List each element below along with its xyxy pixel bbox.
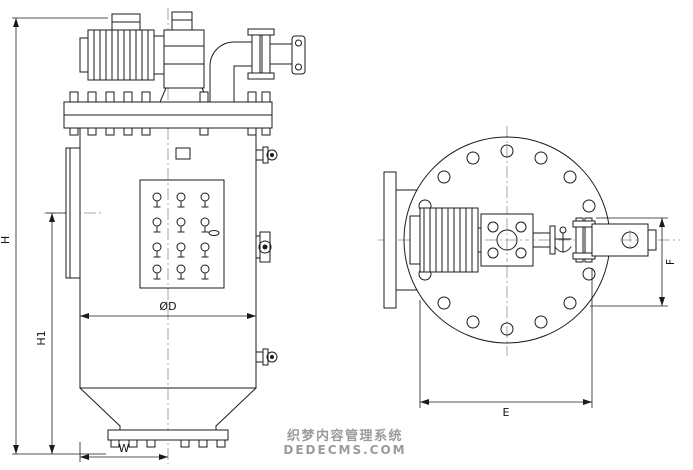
shaft-gland-box [175,147,191,160]
watermark-line1: 织梦内容管理系统 [287,428,403,444]
plan-motor-body [419,207,479,273]
plan-inlet-flange [383,171,418,309]
sight-glass-fitting [255,231,272,263]
motor-cooling-fins [93,29,149,81]
dimension-H: H [0,17,108,455]
plan-motor-fins [423,207,473,273]
cover-flange-plate [63,101,273,116]
gland-anchor-symbol [554,226,572,253]
dim-label-e: E [503,406,510,419]
outlet-end-cap [647,229,657,251]
dim-label-w: W [119,442,130,455]
watermark-line2: DEDECMS.COM [283,443,406,457]
inlet-flange [65,147,81,279]
dimension-E: E [419,268,593,419]
center-hub [480,213,534,267]
motor-assembly [79,13,167,81]
drain-fitting-lower [255,348,278,366]
plan-outlet-assembly [532,217,657,263]
flange-bolt [247,72,275,80]
dimension-diameter: ØD [80,300,256,319]
vent-fitting-upper [255,146,278,164]
plan-view: E F [378,126,680,419]
elbow-flange-plate [251,33,261,75]
dimension-H1: H1 [35,212,66,454]
plan-motor [409,207,482,273]
front-elevation-view: ØD W H H1 [0,8,306,464]
outlet-elbow [209,28,306,103]
mating-flange-face [291,35,306,75]
shell-flange-plate [63,114,273,129]
gear-reducer [159,11,209,103]
dimension-F: F [590,217,677,307]
dim-label-h: H [0,236,12,244]
motor-body [87,29,155,81]
dim-label-h1: H1 [35,330,48,345]
plan-motor-end-cap [409,215,421,265]
nozzle-panel [139,179,225,289]
top-flange [63,91,273,136]
elbow-flange-plate [261,33,271,75]
motor-end-cap [79,37,89,73]
center-shaft-bore [496,229,518,251]
dim-label-f: F [664,259,677,265]
bottom-flange [107,429,229,448]
oval-port [208,230,220,236]
watermark: 织梦内容管理系统 DEDECMS.COM [283,428,406,457]
flange-bolt [247,28,275,36]
bottom-cone [79,387,257,431]
outlet-flange-plate [575,217,584,263]
dim-label-diameter: ØD [159,300,176,313]
dimension-W: W [79,442,168,462]
